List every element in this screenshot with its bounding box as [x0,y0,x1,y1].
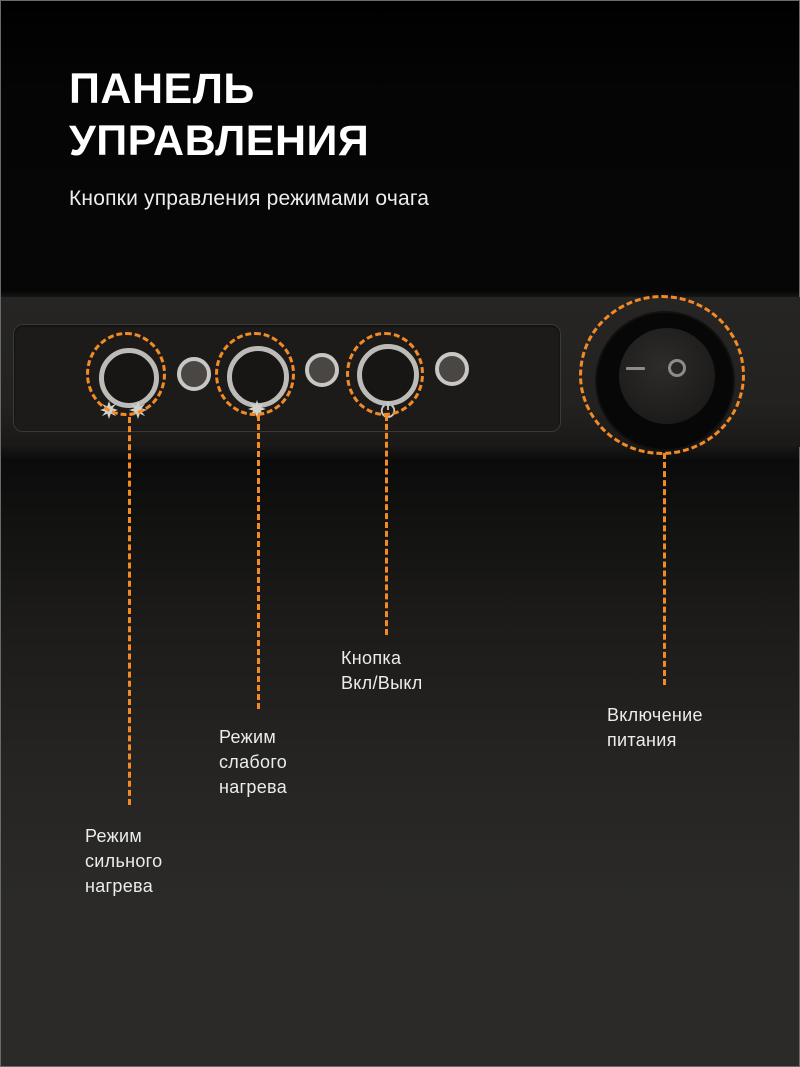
high-heat-highlight [86,332,166,416]
power-button-highlight [346,332,424,416]
low-heat-highlight [215,332,295,416]
label-line: слабого [219,752,288,772]
page-subtitle: Кнопки управления режимами очага [69,187,430,210]
label-main-switch: Включение питания [607,703,703,753]
label-line: нагрева [85,876,154,896]
callout-line-main-switch [663,453,666,685]
label-line: сильного [85,851,163,871]
label-line: Включение [607,705,703,725]
callout-line-high-heat [128,417,131,805]
callout-line-low-heat [257,415,260,709]
label-power-button: Кнопка Вкл/Выкл [341,646,423,696]
low-heat-indicator-led [305,353,339,387]
label-line: Режим [85,826,142,846]
label-low-heat: Режим слабого нагрева [219,725,287,800]
label-line: Кнопка [341,648,402,668]
title-line-1: ПАНЕЛЬ [69,65,255,113]
label-high-heat: Режим сильного нагрева [85,824,162,899]
title-line-2: УПРАВЛЕНИЯ [69,117,370,165]
callout-line-power-button [385,415,388,635]
label-line: питания [607,730,677,750]
label-line: Вкл/Выкл [341,673,423,693]
label-line: Режим [219,727,276,747]
label-line: нагрева [219,777,288,797]
power-indicator-led [435,352,469,386]
page-title: ПАНЕЛЬ УПРАВЛЕНИЯ [69,63,369,167]
main-switch-highlight [579,295,745,455]
high-heat-indicator-led [177,357,211,391]
